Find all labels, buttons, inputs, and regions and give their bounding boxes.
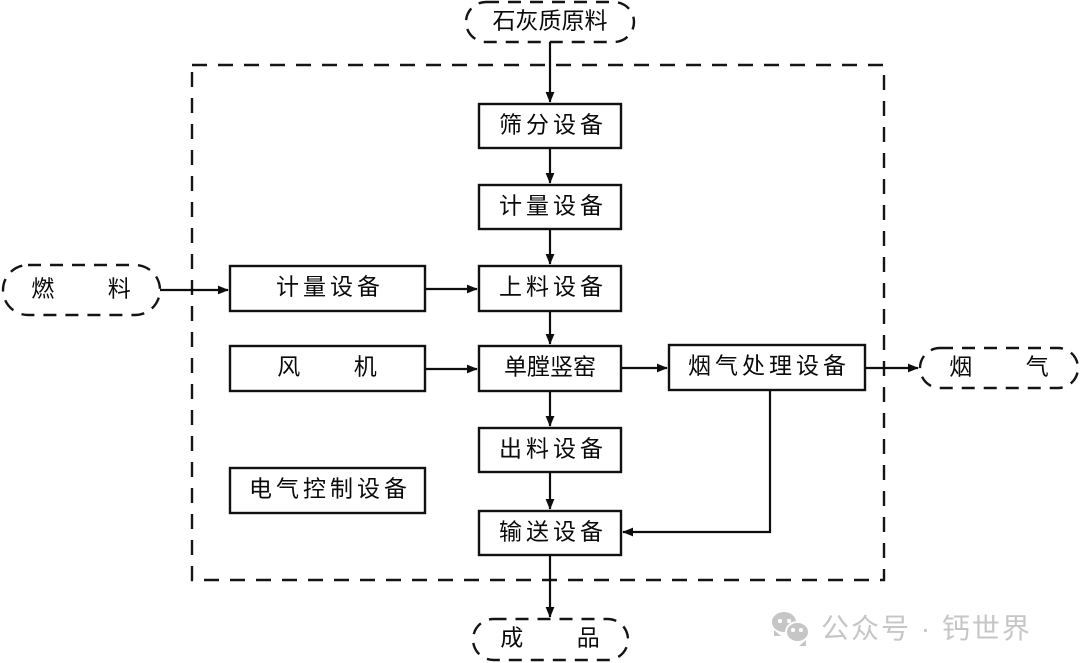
node-raw-material-label: 石灰质原料 — [493, 8, 608, 33]
node-screening-label: 筛分设备 — [499, 112, 607, 137]
node-shaft-kiln[interactable]: 单膛竖窑 — [477, 344, 623, 393]
node-conveying[interactable]: 输送设备 — [477, 509, 623, 557]
node-discharge-shape — [477, 426, 623, 474]
node-conveying-shape — [477, 509, 623, 557]
watermark: 公众号 · 钙世界 — [772, 607, 1032, 647]
node-blower-shape — [228, 344, 427, 393]
connector-group — [160, 42, 919, 618]
watermark-text: 公众号 · 钙世界 — [821, 613, 1032, 644]
edge-flue-treatment-to-conveying — [622, 390, 772, 537]
wechat-icon — [772, 612, 810, 646]
node-flue-gas-shape — [918, 346, 1080, 390]
node-metering-fuel-label: 计量设备 — [276, 274, 384, 299]
node-electrical-control-label: 电气控制设备 — [249, 476, 411, 501]
node-electrical-control[interactable]: 电气控制设备 — [228, 466, 427, 515]
node-metering-top-label: 计量设备 — [499, 193, 607, 218]
node-screening-shape — [477, 102, 623, 150]
node-raw-material-shape — [464, 0, 636, 44]
node-raw-material[interactable]: 石灰质原料 — [464, 0, 636, 44]
node-blower-label: 风 机 — [277, 354, 391, 379]
node-flue-gas[interactable]: 烟 气 — [918, 346, 1080, 390]
node-metering-top-shape — [477, 183, 623, 231]
node-flue-gas-treatment-label: 烟气处理设备 — [688, 353, 850, 378]
node-product-shape — [471, 617, 630, 662]
node-fuel-shape — [1, 263, 162, 317]
node-fuel[interactable]: 燃 料 — [1, 263, 162, 317]
node-product[interactable]: 成 品 — [471, 617, 630, 662]
node-fuel-label: 燃 料 — [31, 276, 145, 301]
node-discharge-label: 出料设备 — [499, 436, 607, 461]
node-metering-fuel-shape — [228, 264, 427, 313]
plant-boundary — [190, 63, 886, 582]
node-feeding-shape — [477, 264, 623, 313]
node-screening[interactable]: 筛分设备 — [477, 102, 623, 150]
node-blower[interactable]: 风 机 — [228, 344, 427, 393]
node-conveying-label: 输送设备 — [499, 519, 607, 544]
node-feeding-label: 上料设备 — [499, 274, 607, 299]
node-product-label: 成 品 — [500, 625, 614, 650]
node-metering-fuel[interactable]: 计量设备 — [228, 264, 427, 313]
node-feeding[interactable]: 上料设备 — [477, 264, 623, 313]
node-flue-gas-treatment-shape — [667, 343, 867, 392]
node-metering-top[interactable]: 计量设备 — [477, 183, 623, 231]
node-shaft-kiln-label: 单膛竖窑 — [504, 354, 596, 379]
node-electrical-control-shape — [228, 466, 427, 515]
node-discharge[interactable]: 出料设备 — [477, 426, 623, 474]
node-shaft-kiln-shape — [477, 344, 623, 393]
node-flue-gas-label: 烟 气 — [949, 354, 1063, 379]
node-flue-gas-treatment[interactable]: 烟气处理设备 — [667, 343, 867, 392]
